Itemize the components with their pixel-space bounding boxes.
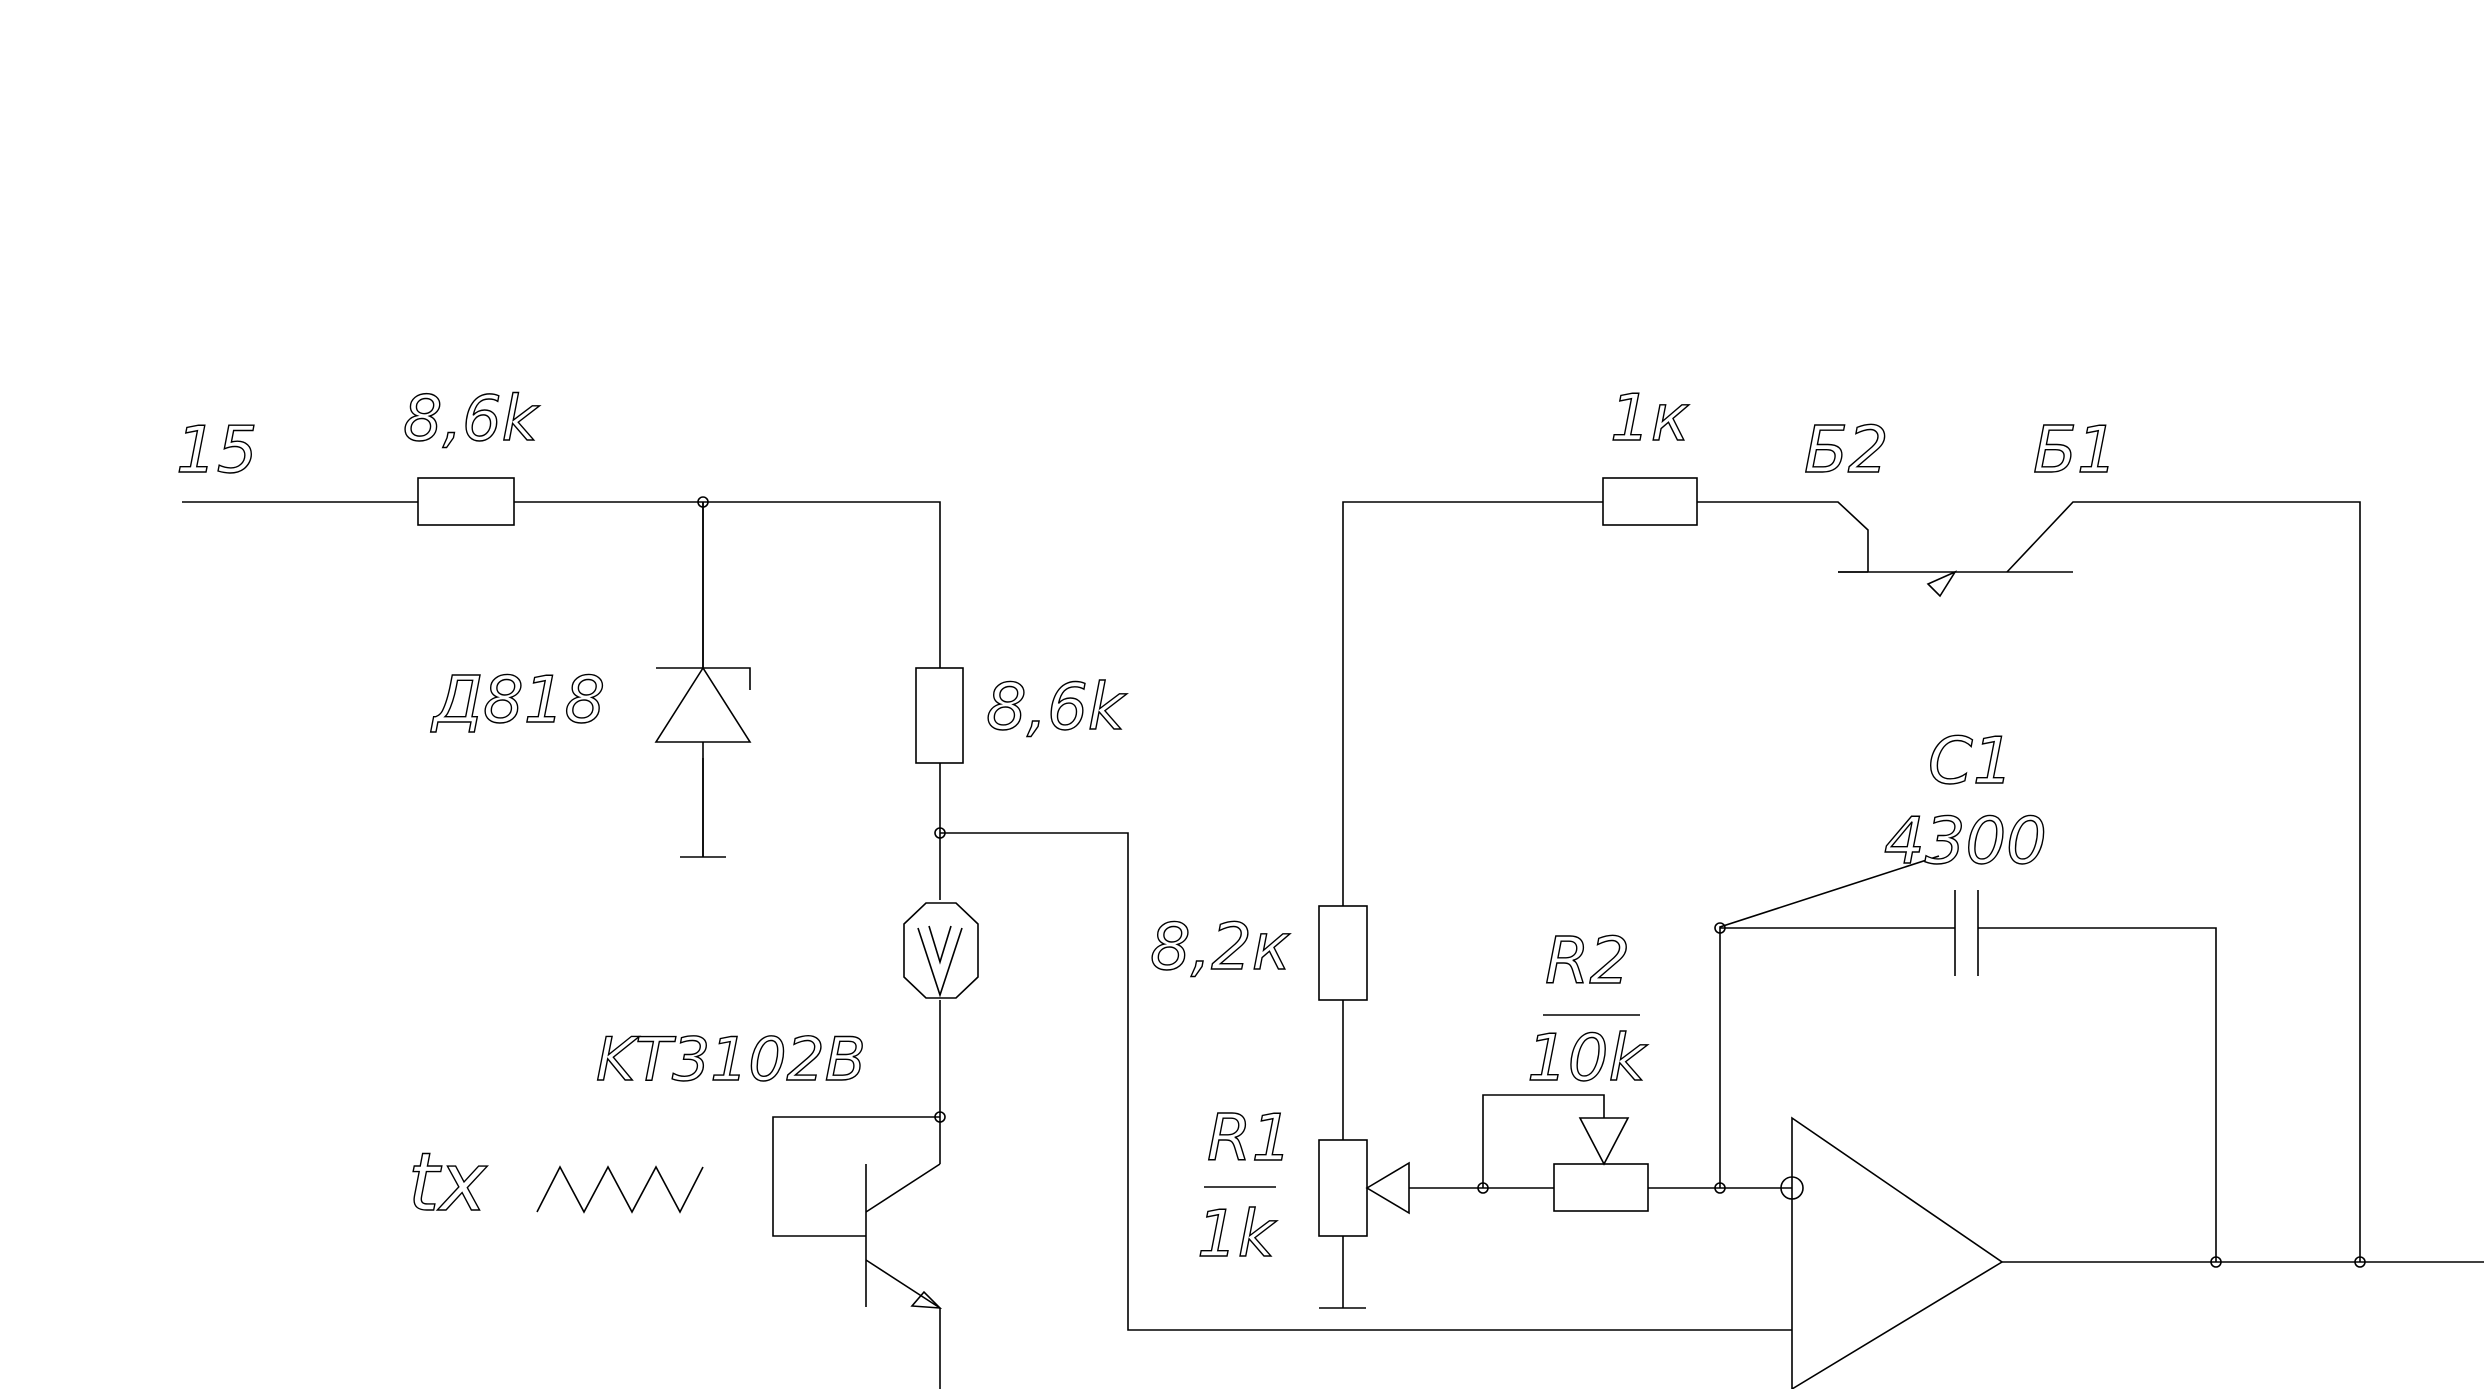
r2-name-label: R2 — [1545, 925, 1630, 999]
top-resistor-label: 1к — [1610, 382, 1690, 456]
transistor-label: KT3102B — [596, 1025, 866, 1095]
r1-value-label: 1k — [1197, 1198, 1278, 1272]
resistor-icon — [1318, 905, 1368, 1001]
c1-name-label: C1 — [1928, 725, 2013, 799]
sensor-icon — [903, 902, 979, 999]
unijunction-transistor-icon — [1838, 570, 2073, 598]
collector-resistor-label: 8,6k — [986, 671, 1128, 745]
potentiometer-icon — [1318, 1139, 1410, 1309]
resistor-icon — [915, 667, 964, 764]
b2-label: Б2 — [1804, 414, 1889, 488]
wires — [182, 501, 2484, 1331]
thermistor-icon — [1553, 1117, 1649, 1212]
npn-transistor-icon — [772, 1116, 943, 1389]
r-82-label: 8,2к — [1150, 911, 1291, 985]
zener-diode-icon — [654, 502, 752, 858]
op-amp-icon — [1780, 1116, 2004, 1389]
c1-value-label: 4300 — [1884, 805, 2047, 879]
resistor-icon — [1602, 477, 1698, 526]
input-resistor-label: 8,6k — [403, 382, 540, 455]
b1-label: Б1 — [2033, 414, 2118, 488]
capacitor-icon — [1954, 890, 1979, 976]
input-voltage-label: 15 — [176, 414, 257, 488]
zener-label: Д818 — [430, 664, 605, 738]
junctions — [697, 496, 2366, 1268]
tx-label: tx — [408, 1136, 488, 1229]
sawtooth-icon — [536, 1165, 704, 1214]
r1-name-label: R1 — [1207, 1102, 1292, 1176]
resistor-icon — [417, 477, 515, 526]
r2-value-label: 10k — [1527, 1022, 1648, 1096]
